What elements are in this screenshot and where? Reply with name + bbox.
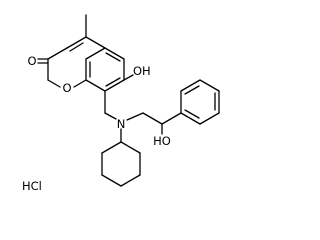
phenol-oh-label: OH (133, 64, 151, 78)
alcohol-ho-label: HO (153, 134, 171, 148)
ring-oxygen-label: O (62, 81, 71, 95)
atom-labels: O O OH N HO HCl (22, 54, 171, 193)
amine-nitrogen-label: N (117, 117, 126, 131)
molecule-structure: O O OH N HO HCl (22, 14, 220, 193)
salt-label: HCl (22, 179, 42, 193)
carbonyl-oxygen-label: O (27, 54, 36, 68)
bond-lines (37, 14, 220, 187)
